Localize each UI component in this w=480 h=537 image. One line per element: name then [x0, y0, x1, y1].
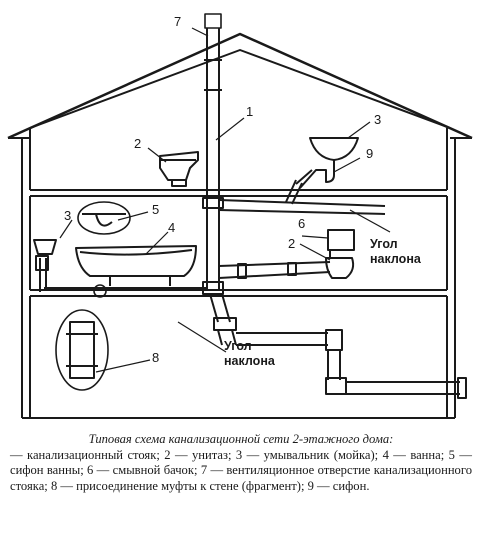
plumbing-diagram: 7 1 2 3 9 5 3 4 6 2 8 Угол наклона Угол … [7, 13, 473, 419]
second-floor-pipe [218, 261, 331, 279]
washbasin-left [33, 239, 57, 271]
label-2-mid: 2 [288, 236, 295, 251]
sewer-stack [202, 13, 237, 346]
toilet-top [159, 151, 199, 187]
bathtub [75, 245, 197, 286]
label-6: 6 [298, 216, 305, 231]
bath-drain-pipe [39, 258, 207, 298]
slope-upper-line1: Угол [370, 237, 398, 251]
toilet-mid [325, 229, 355, 279]
caption-title: Типовая схема канализационной сети 2-эта… [88, 432, 394, 446]
floor-slabs [29, 189, 448, 418]
leader-lines [59, 27, 391, 373]
sink-top [295, 137, 359, 189]
caption-body: — канализационный стояк; 2 — унитаз; 3 —… [10, 447, 472, 493]
slope-upper-line2: наклона [370, 252, 422, 266]
label-1: 1 [246, 104, 253, 119]
label-4: 4 [168, 220, 175, 235]
label-2-top: 2 [134, 136, 141, 151]
label-3-left: 3 [64, 208, 71, 223]
label-5: 5 [152, 202, 159, 217]
main-drain [236, 329, 467, 399]
label-7: 7 [174, 14, 181, 29]
house-outline [7, 32, 473, 419]
slope-lower-line1: Угол [224, 339, 252, 353]
figure-caption: Типовая схема канализационной сети 2-эта… [10, 432, 472, 494]
slope-lower-line2: наклона [224, 354, 276, 368]
bath-siphon-detail [77, 201, 131, 235]
label-3-top: 3 [374, 112, 381, 127]
label-8: 8 [152, 350, 159, 365]
label-9: 9 [366, 146, 373, 161]
coupling-detail [55, 309, 109, 391]
